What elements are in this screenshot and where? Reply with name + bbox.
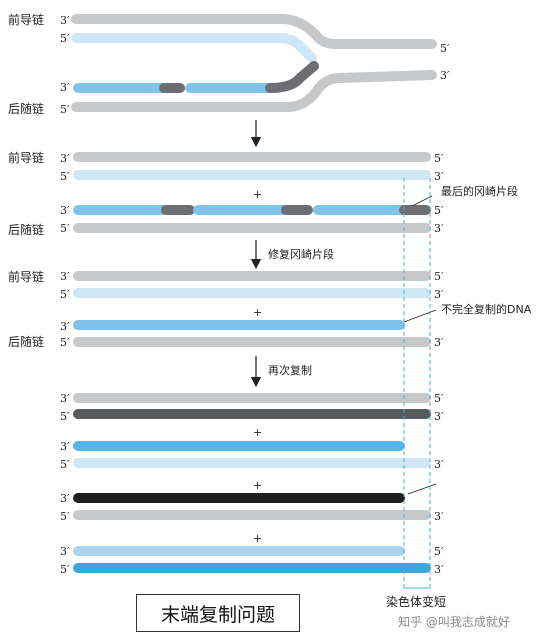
end-label: 3′ <box>60 14 70 27</box>
callout-line <box>407 483 437 495</box>
end-label: 5′ <box>60 458 70 471</box>
end-label: 3′ <box>60 440 70 453</box>
end-label: 3′ <box>60 545 70 558</box>
rna-primer <box>265 61 319 93</box>
end-label: 3′ <box>434 336 444 349</box>
end-label: 5′ <box>60 563 70 576</box>
last-okazaki-label: 最后的冈崎片段 <box>441 184 518 198</box>
leading-daughter-strand <box>71 33 317 63</box>
end-label: 3′ <box>440 69 450 82</box>
end-label: 3′ <box>434 510 444 523</box>
end-label: 3′ <box>434 410 444 423</box>
end-label: 3′ <box>434 288 444 301</box>
watermark: 知乎 @叫我志成就好 <box>398 615 510 629</box>
end-label: 3′ <box>60 320 70 333</box>
end-label: 5′ <box>440 42 450 55</box>
end-label: 3′ <box>60 492 70 505</box>
stage-4: 3′ 5′ 5′ 3′ + 3′ 5′ 3′ + 3′ 5′ 3′ + 3′ 5… <box>60 392 444 576</box>
parent-strand-bottom <box>71 70 437 112</box>
leading-label: 前导链 <box>8 269 44 284</box>
end-label: 5′ <box>60 288 70 301</box>
replication-fork: 前导链 后随链 3′ 5′ 3′ 5′ 5′ 3′ <box>8 12 450 116</box>
end-label: 3′ <box>60 270 70 283</box>
step-label-repair: 修复冈崎片段 <box>268 247 334 261</box>
end-label: 3′ <box>60 152 70 165</box>
end-label: 5′ <box>60 410 70 423</box>
end-label: 3′ <box>434 458 444 471</box>
step-label-rereplicate: 再次复制 <box>268 363 312 377</box>
plus-sign: + <box>253 479 262 492</box>
leading-label: 前导链 <box>8 12 44 27</box>
shortening-region <box>403 178 431 589</box>
parent-strand-top <box>71 14 437 49</box>
chromosome-shortening-label: 染色体变短 <box>386 594 446 609</box>
end-label: 5′ <box>434 152 444 165</box>
callout-line <box>403 309 437 323</box>
lagging-label: 后随链 <box>8 222 44 237</box>
stage-2: 前导链 后随链 3′ 5′ 3′ 5′ + 5′ 3′ 5′ 3′ 最后的冈崎片… <box>8 150 518 237</box>
end-label: 3′ <box>434 170 444 183</box>
caption-box: 末端复制问题 <box>136 594 300 632</box>
plus-sign: + <box>253 306 262 319</box>
end-label: 3′ <box>60 392 70 405</box>
end-label: 3′ <box>434 222 444 235</box>
end-label: 5′ <box>60 510 70 523</box>
stage-3: 前导链 后随链 3′ 5′ 3′ 5′ + 5′ 3′ 3′ 不完全复制的DNA <box>8 269 532 349</box>
end-label: 5′ <box>60 336 70 349</box>
end-label: 5′ <box>60 222 70 235</box>
end-label: 3′ <box>60 81 70 94</box>
plus-sign: + <box>253 532 262 545</box>
end-label: 3′ <box>60 204 70 217</box>
lagging-label: 后随链 <box>8 334 44 349</box>
incomplete-dna-label: 不完全复制的DNA <box>441 302 532 316</box>
end-label: 5′ <box>60 32 70 45</box>
plus-sign: + <box>253 426 262 439</box>
callout-line <box>411 195 433 207</box>
end-label: 3′ <box>434 563 444 576</box>
end-label: 5′ <box>60 103 70 116</box>
leading-label: 前导链 <box>8 150 44 165</box>
end-label: 5′ <box>434 392 444 405</box>
end-label: 5′ <box>434 545 444 558</box>
plus-sign: + <box>253 188 262 201</box>
end-label: 5′ <box>434 204 444 217</box>
end-label: 5′ <box>434 270 444 283</box>
end-label: 5′ <box>60 170 70 183</box>
caption-title: 末端复制问题 <box>160 603 275 626</box>
lagging-label: 后随链 <box>8 101 44 116</box>
